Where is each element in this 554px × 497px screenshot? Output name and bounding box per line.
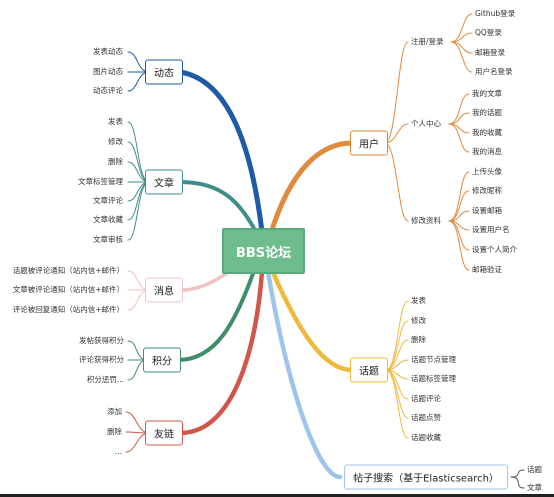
branch-articles: 文章 (145, 169, 183, 195)
leaf-user-qq-login: QQ登录 (475, 28, 502, 37)
trunk-search (265, 269, 343, 480)
leaf-dynamics-comment: 动态评论 (93, 86, 123, 95)
fan-user-center-0 (448, 93, 470, 125)
leaf-articles-review: 文章审核 (93, 235, 123, 244)
leaf-topics-publish: 发表 (411, 296, 426, 305)
leaf-friends-more: ... (114, 447, 122, 456)
user-group-edit-profile: 修改资料 (411, 216, 441, 225)
leaf-articles-comment: 文章评论 (93, 196, 123, 205)
leaf-user-set-bio: 设置个人简介 (472, 245, 517, 254)
branch-points: 积分 (143, 347, 181, 373)
leaf-topics-delete: 删除 (411, 335, 426, 344)
leaf-user-email-verify: 邮箱验证 (472, 265, 502, 274)
leaf-topics-tag-management: 话题标签管理 (411, 374, 456, 383)
leaf-friends-add: 添加 (107, 407, 122, 416)
trunk-points (176, 266, 257, 362)
leaf-topics-comment: 话题评论 (411, 394, 441, 403)
leaf-topics-favorite: 话题收藏 (411, 433, 441, 442)
fan-user-login-3 (450, 41, 473, 73)
leaf-articles-publish: 发表 (108, 117, 123, 126)
fan-search-1 (510, 476, 525, 489)
fan-user-groups-0 (384, 41, 409, 144)
fan-topics-6 (385, 369, 409, 419)
leaf-messages-comment-replied: 评论被回复通知（站内信+邮件） (12, 305, 124, 314)
leaf-articles-tags: 文章标签管理 (78, 177, 123, 186)
fan-user-login-0 (450, 13, 473, 43)
branch-search: 帖子搜索（基于Elasticsearch） (344, 464, 508, 490)
fan-user-login-1 (450, 32, 473, 43)
fan-user-groups-2 (384, 142, 409, 222)
leaf-articles-edit: 修改 (108, 137, 123, 146)
leaf-user-username-login: 用户名登录 (475, 67, 513, 76)
fan-user-profile-1 (448, 190, 470, 222)
fan-topics-2 (385, 339, 409, 371)
leaf-messages-topic-commented: 话题被评论通知（站内信+邮件） (12, 266, 124, 275)
leaf-user-my-favorites: 我的收藏 (472, 128, 502, 137)
leaf-points-post: 发帖获得积分 (79, 336, 124, 345)
fan-user-profile-5 (448, 220, 470, 271)
leaf-search-topics: 话题 (527, 465, 542, 474)
fan-topics-0 (385, 300, 409, 371)
fan-topics-1 (385, 320, 409, 371)
trunk-friends (177, 269, 265, 436)
branch-topics: 话题 (350, 357, 388, 383)
branch-friends: 友链 (145, 420, 183, 446)
trunk-articles (178, 180, 260, 238)
branch-dynamics: 动态 (145, 59, 183, 85)
leaf-articles-favorite: 文章收藏 (93, 215, 123, 224)
leaf-articles-delete: 删除 (108, 157, 123, 166)
leaf-user-my-articles: 我的文章 (472, 89, 502, 98)
fan-user-login-2 (450, 41, 473, 54)
leaf-topics-node-management: 话题节点管理 (411, 355, 456, 364)
leaf-search-articles: 文章 (527, 483, 542, 492)
leaf-user-my-messages: 我的消息 (472, 147, 502, 156)
trunk-topics (269, 267, 355, 373)
trunk-dynamics (177, 69, 265, 235)
leaf-dynamics-image: 图片动态 (93, 67, 123, 76)
fan-user-center-1 (448, 112, 470, 125)
connector-lines (125, 13, 525, 489)
leaf-points-penalty: 积分惩罚... (86, 375, 124, 384)
fan-search-0 (510, 469, 525, 478)
branch-user: 用户 (350, 130, 388, 156)
leaf-user-email-login: 邮箱登录 (475, 48, 505, 57)
leaf-user-my-topics: 我的话题 (472, 108, 502, 117)
leaf-user-upload-avatar: 上传头像 (472, 167, 502, 176)
user-group-personal-center: 个人中心 (411, 119, 441, 128)
leaf-user-set-email: 设置邮箱 (472, 206, 502, 215)
fan-user-center-3 (448, 123, 470, 153)
leaf-topics-like: 话题点赞 (411, 413, 441, 422)
leaf-user-edit-nickname: 修改昵称 (472, 186, 502, 195)
fan-user-center-2 (448, 123, 470, 134)
leaf-points-comment: 评论获得积分 (79, 355, 124, 364)
leaf-user-github-login: Github登录 (475, 9, 516, 18)
leaf-dynamics-publish: 发表动态 (93, 47, 123, 56)
user-group-register-login: 注册/登录 (411, 37, 444, 46)
fan-user-profile-0 (448, 171, 470, 222)
central-topic: BBS论坛 (222, 228, 305, 274)
leaf-user-set-username: 设置用户名 (472, 225, 510, 234)
trunk-user (267, 140, 355, 239)
leaf-messages-article-commented: 文章被评论通知（站内信+邮件） (12, 285, 124, 294)
leaf-topics-edit: 修改 (411, 316, 426, 325)
bottom-edge-bar (0, 494, 554, 497)
leaf-friends-delete: 删除 (107, 427, 122, 436)
fan-topics-7 (385, 369, 409, 439)
branch-messages: 消息 (145, 277, 183, 303)
